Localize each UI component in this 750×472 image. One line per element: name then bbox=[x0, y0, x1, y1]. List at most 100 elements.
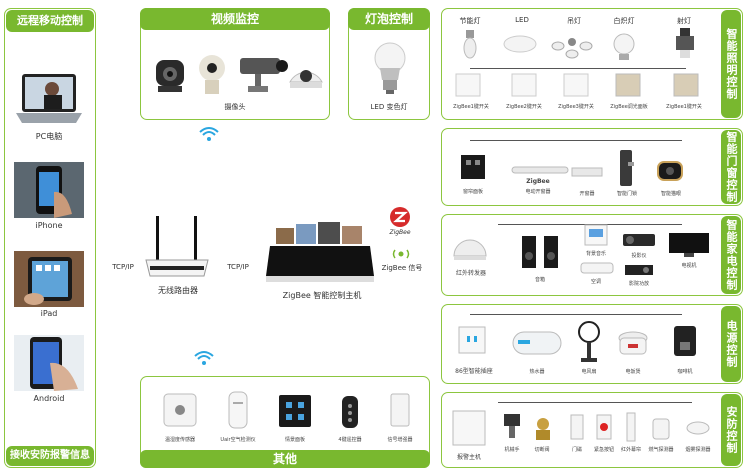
door-window-panel bbox=[441, 128, 743, 206]
appliance-title: 智能家电控制 bbox=[721, 216, 741, 294]
zigbee-logo-text: ZigBee bbox=[389, 229, 411, 236]
door-sensor-icon bbox=[570, 414, 584, 440]
smart-socket-icon bbox=[458, 326, 486, 354]
thermo-hygrometer-icon bbox=[162, 392, 198, 428]
air-monitor-label: Uair空气检测仪 bbox=[220, 437, 256, 443]
switch-label: ZigBee3键开关 bbox=[558, 104, 594, 110]
remote-control-title: 远程移动控制 bbox=[6, 10, 94, 32]
electric-fan-label: 电风扇 bbox=[581, 369, 597, 375]
signal-repeater-label: 信号增强器 bbox=[387, 437, 413, 443]
zigbee-motor-label: ZigBee bbox=[526, 178, 550, 185]
bulb-control-title: 灯泡控制 bbox=[348, 8, 430, 30]
curtain-motor-icon bbox=[510, 164, 570, 176]
air-conditioner-icon bbox=[580, 262, 614, 274]
coffee-machine-icon bbox=[672, 324, 698, 358]
amplifier-icon bbox=[624, 264, 654, 276]
zigbee-signal-label: ZigBee 信号 bbox=[381, 264, 423, 272]
scene-panel-icon bbox=[278, 394, 312, 428]
iphone-label: iPhone bbox=[35, 221, 63, 230]
smoke-detector-icon bbox=[686, 420, 710, 436]
ir-transmitter-icon bbox=[452, 232, 488, 260]
scene-panel-label: 情景面板 bbox=[284, 437, 305, 443]
wifi-icon bbox=[198, 126, 220, 142]
security-title: 安防控制 bbox=[721, 394, 741, 466]
lamp-label: 射灯 bbox=[677, 17, 691, 25]
lighting-panel bbox=[441, 8, 743, 120]
switch-label: ZigBee1键开关 bbox=[666, 104, 702, 110]
lamp-label: 白炽灯 bbox=[613, 17, 635, 25]
shutoff-valve-icon bbox=[532, 416, 554, 442]
security-device-label: 红外幕帘 bbox=[620, 447, 641, 453]
ipad-icon bbox=[14, 251, 84, 307]
air-monitor-icon bbox=[227, 390, 249, 430]
signal-repeater-icon bbox=[388, 392, 412, 428]
speakers-label: 音箱 bbox=[534, 277, 545, 283]
lamps-icon bbox=[452, 26, 714, 64]
curtain-panel-label: 窗帘面板 bbox=[462, 189, 483, 195]
background-music-icon bbox=[584, 224, 608, 246]
ir-transmitter-label: 红外转发器 bbox=[455, 270, 486, 277]
alarm-host-label: 报警主机 bbox=[456, 454, 481, 461]
router-label: 无线路由器 bbox=[158, 286, 198, 295]
smart-lock-label: 智能门锁 bbox=[616, 191, 637, 197]
water-heater-icon bbox=[512, 330, 562, 356]
rice-cooker-label: 电饭煲 bbox=[625, 369, 641, 375]
zigbee-logo-icon bbox=[389, 206, 411, 228]
tv-label: 电视机 bbox=[681, 263, 697, 269]
projector-label: 投影仪 bbox=[631, 253, 647, 259]
curtain-panel-icon bbox=[460, 154, 486, 180]
smart-socket-label: 86型智能插座 bbox=[455, 368, 493, 375]
alarm-host-icon bbox=[452, 410, 486, 446]
air-conditioner-label: 空调 bbox=[590, 279, 601, 285]
tv-icon bbox=[668, 232, 710, 258]
iphone-icon bbox=[14, 162, 84, 218]
connector-line bbox=[470, 314, 682, 315]
window-opener-label: 开窗器 bbox=[579, 191, 595, 197]
tcp-right-label: TCP/IP bbox=[227, 263, 249, 271]
connector-line bbox=[498, 402, 692, 403]
security-device-label: 切断阀 bbox=[534, 447, 550, 453]
led-bulb-icon bbox=[372, 40, 408, 96]
water-heater-label: 热水器 bbox=[529, 369, 545, 375]
background-music-label: 背景音乐 bbox=[585, 251, 606, 257]
lamp-label: 节能灯 bbox=[459, 17, 481, 25]
camera-icon bbox=[150, 50, 325, 98]
security-device-label: 烟雾探测器 bbox=[685, 447, 711, 453]
connector-line bbox=[470, 68, 686, 69]
remote-control-label: 4键遥控器 bbox=[338, 437, 362, 443]
switch-label: ZigBee调光面板 bbox=[610, 104, 648, 110]
door-window-title: 智能门窗控制 bbox=[721, 130, 741, 204]
pc-label: PC电脑 bbox=[35, 132, 63, 141]
android-label: Android bbox=[33, 394, 65, 403]
security-device-label: 机械手 bbox=[504, 447, 520, 453]
ir-curtain-icon bbox=[624, 412, 638, 442]
window-opener-icon bbox=[570, 164, 604, 180]
switch-label: ZigBee2键开关 bbox=[506, 104, 542, 110]
alarm-receive-footer: 接收安防报警信息 bbox=[6, 446, 94, 466]
emergency-button-icon bbox=[596, 414, 612, 440]
zigbee-motor-label: 电动开窗器 bbox=[525, 189, 551, 195]
zigbee-signal-icon bbox=[392, 248, 410, 260]
wifi-icon bbox=[193, 350, 215, 366]
video-monitor-title: 视频监控 bbox=[140, 8, 330, 30]
led-bulb-label: LED 变色灯 bbox=[370, 103, 408, 111]
lamp-label: 吊灯 bbox=[567, 17, 581, 25]
manipulator-icon bbox=[502, 410, 522, 440]
wall-switches-icon bbox=[452, 72, 712, 98]
projector-icon bbox=[622, 232, 656, 248]
ipad-label: iPad bbox=[40, 309, 58, 318]
others-title: 其他 bbox=[140, 450, 430, 468]
security-device-label: 门磁 bbox=[571, 447, 582, 453]
smart-lock-icon bbox=[618, 148, 634, 188]
lamp-label: LED bbox=[515, 16, 529, 24]
camera-label: 摄像头 bbox=[224, 103, 246, 111]
speakers-icon bbox=[520, 234, 560, 270]
remote-control-icon bbox=[340, 392, 360, 430]
laptop-icon bbox=[14, 71, 84, 127]
security-device-label: 紧急按钮 bbox=[593, 447, 614, 453]
power-title: 电源控制 bbox=[721, 306, 741, 382]
lighting-title: 智能照明控制 bbox=[721, 10, 741, 118]
zigbee-host-label: ZigBee 智能控制主机 bbox=[282, 291, 362, 300]
security-device-label: 燃气探测器 bbox=[648, 447, 674, 453]
gas-detector-icon bbox=[652, 418, 670, 440]
